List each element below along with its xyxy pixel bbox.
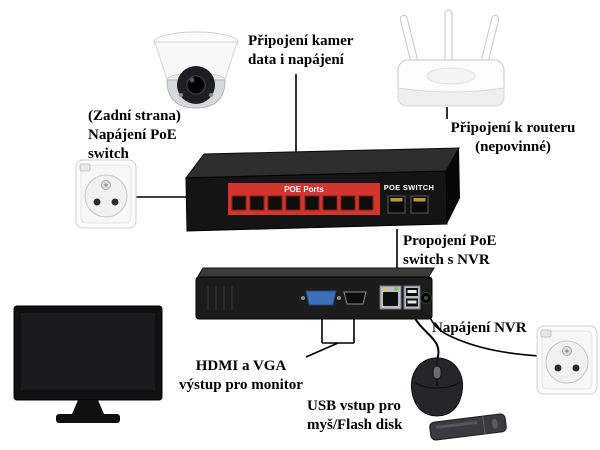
usb-ports bbox=[403, 285, 421, 310]
label-line: Napájení PoE bbox=[88, 127, 177, 143]
label-nvr-power: Napájení NVR bbox=[432, 319, 527, 338]
nvr-recorder bbox=[195, 267, 435, 320]
label-router-connection: Připojení k routeru (nepovinné) bbox=[436, 119, 590, 157]
switch-poe-ports bbox=[231, 195, 374, 211]
label-line: Napájení NVR bbox=[432, 320, 527, 336]
label-switch-to-nvr: Propojení PoE switch s NVR bbox=[403, 232, 496, 270]
mouse-scroll-wheel bbox=[432, 365, 442, 380]
mouse bbox=[410, 357, 464, 417]
wifi-router bbox=[397, 9, 505, 107]
switch-uplink-ports bbox=[387, 195, 429, 214]
label-line: (Zadní strana) bbox=[88, 108, 181, 124]
label-line: HDMI a VGA bbox=[195, 358, 287, 374]
switch-name-label: POE SWITCH bbox=[384, 183, 435, 192]
poe-switch: POE Ports POE SWITCH bbox=[184, 147, 460, 232]
label-usb-input: USB vstup pro myš/Flash disk bbox=[307, 397, 402, 435]
outlet-hole bbox=[93, 198, 101, 206]
monitor-stand bbox=[72, 400, 104, 414]
outlet-hole bbox=[572, 364, 580, 372]
label-line: (nepovinné) bbox=[475, 139, 551, 155]
router-antenna-right bbox=[480, 14, 500, 67]
router-antenna-middle bbox=[444, 9, 453, 65]
label-camera-connection: Připojení kamer data i napájení bbox=[248, 32, 353, 70]
vga-port bbox=[301, 290, 341, 306]
monitor bbox=[13, 305, 163, 423]
label-line: Připojení kamer bbox=[248, 33, 354, 49]
outlet-logo bbox=[540, 329, 552, 338]
nvr-vents bbox=[207, 286, 233, 310]
label-line: switch bbox=[88, 146, 129, 162]
ethernet-port bbox=[379, 285, 402, 310]
switch-ports-label: POE Ports bbox=[284, 185, 324, 194]
monitor-screen bbox=[21, 313, 155, 390]
label-line: switch s NVR bbox=[403, 252, 490, 268]
power-jack bbox=[420, 292, 432, 304]
label-line: výstup pro monitor bbox=[179, 377, 303, 393]
label-monitor-output: HDMI a VGA výstup pro monitor bbox=[166, 357, 316, 395]
power-outlet-right bbox=[536, 325, 598, 395]
monitor-base bbox=[56, 414, 120, 423]
outlet-logo bbox=[79, 163, 91, 172]
label-line: Propojení PoE bbox=[403, 233, 497, 249]
switch-side-face bbox=[446, 148, 460, 224]
label-switch-power: (Zadní strana) Napájení PoE switch bbox=[88, 107, 181, 164]
label-line: data i napájení bbox=[248, 52, 344, 68]
hdmi-port bbox=[343, 291, 367, 305]
outlet-hole bbox=[554, 364, 562, 372]
label-line: USB vstup pro bbox=[307, 398, 401, 414]
label-line: myš/Flash disk bbox=[307, 417, 403, 433]
dome-camera bbox=[153, 31, 239, 109]
usb-flash-drive bbox=[429, 413, 507, 441]
label-line: Připojení k routeru bbox=[450, 120, 576, 136]
power-outlet-left bbox=[75, 159, 137, 229]
router-antenna-left bbox=[399, 14, 419, 67]
bracket-to-label-line bbox=[305, 342, 339, 358]
outlet-hole bbox=[111, 198, 119, 206]
